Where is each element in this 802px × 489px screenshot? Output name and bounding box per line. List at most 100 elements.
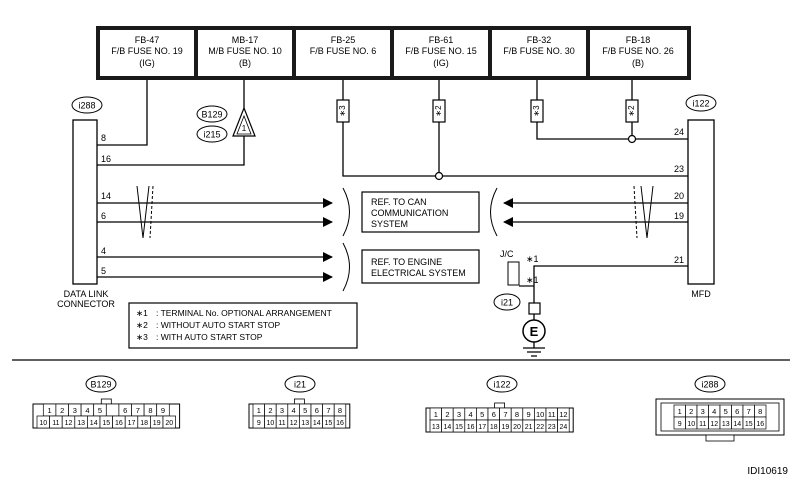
pin-label: 9: [161, 406, 165, 415]
marker-box: [336, 99, 350, 123]
pin-label: 2: [689, 407, 693, 416]
legend-box: [128, 302, 358, 349]
bracket: [342, 187, 350, 237]
pin-label: 6: [123, 406, 127, 415]
fuse-cell-4: FB-61 F/B FUSE NO. 15 (IG): [394, 30, 488, 76]
fuse-cell-3: FB-25 F/B FUSE NO. 6: [296, 30, 390, 76]
fuse-name: F/B FUSE NO. 30: [503, 46, 575, 56]
pin-label: 1: [257, 406, 261, 415]
connector-body: [72, 119, 98, 285]
pin-label: 15: [325, 420, 333, 427]
pin-label: 2: [60, 406, 64, 415]
connector-label: CONNECTOR: [57, 299, 115, 309]
legend-mark: ∗2: [136, 320, 148, 330]
pin-label: 10: [39, 420, 47, 427]
bracket: [342, 242, 350, 292]
pin-label: 2: [268, 406, 272, 415]
fuse-cell-5: FB-32 F/B FUSE NO. 30: [492, 30, 586, 76]
pin-cell: [557, 419, 570, 433]
pin-label: 11: [278, 420, 285, 427]
jc-mark: ∗1: [526, 275, 539, 285]
connector-latch: [293, 398, 305, 405]
pin-number: 21: [674, 255, 684, 265]
pin-label: 1: [678, 407, 682, 416]
connector-id: B129: [201, 110, 222, 120]
pin-label: 2: [445, 410, 449, 419]
pin-label: 5: [303, 406, 307, 415]
twist-shield: [633, 185, 638, 239]
pin-number: 24: [674, 127, 684, 137]
pin-label: 8: [338, 406, 342, 415]
connector-id-bubble: [196, 105, 228, 123]
fuse-code: FB-18: [626, 35, 651, 45]
wire-pin-21: [533, 265, 688, 305]
legend-mark: ∗3: [136, 332, 148, 342]
pin-label: 16: [336, 420, 344, 427]
pin-label: 13: [301, 420, 309, 427]
pin-cell: [754, 416, 767, 430]
twisted-pair-symbols: [136, 185, 654, 239]
pin-number: 20: [674, 191, 684, 201]
joint-connector: J/C ∗1 ∗1 i21 E: [493, 249, 546, 343]
pin-label: 3: [280, 406, 284, 415]
pin-label: 21: [525, 424, 533, 431]
pin-label: 7: [747, 407, 751, 416]
connector-id: i122: [692, 99, 709, 109]
junctions: [434, 134, 637, 181]
mfd-connector: i122 MFD: [685, 94, 717, 299]
ref-text: ELECTRICAL SYSTEM: [371, 268, 466, 278]
pin-label: 16: [467, 424, 475, 431]
wire-pin-23: [342, 80, 688, 177]
twist-mark: [640, 185, 654, 239]
pin-label: 7: [326, 406, 330, 415]
connector-id: i21: [294, 380, 306, 390]
connector-id-bubble: [486, 375, 518, 393]
connector-latch: [494, 402, 506, 409]
marker-text: ∗3: [338, 105, 347, 117]
connector-id-bubble: [284, 375, 316, 393]
connector-latch: [705, 434, 735, 442]
pin-label: 19: [153, 420, 161, 427]
pin-number: 5: [101, 266, 106, 276]
pin-label: 16: [115, 420, 123, 427]
pin-label: 14: [444, 424, 452, 431]
connector-label: DATA LINK: [64, 289, 109, 299]
pin-label: 15: [745, 421, 753, 428]
pin-label: 22: [536, 424, 544, 431]
pin-number: 14: [101, 191, 111, 201]
twist-mark: [136, 185, 150, 239]
pin-label: 4: [292, 406, 296, 415]
fuse-sub: (B): [632, 58, 644, 68]
pin-label: 6: [735, 407, 739, 416]
pin-label: 7: [503, 410, 507, 419]
pin-label: 15: [455, 424, 463, 431]
pin-label: 4: [85, 406, 89, 415]
fuse-sub: (IG): [139, 58, 155, 68]
pin-label: 9: [257, 420, 261, 427]
connector-label: MFD: [691, 289, 711, 299]
pin-label: 11: [52, 420, 59, 427]
pin-label: 6: [492, 410, 496, 419]
pin-cell: [333, 415, 347, 429]
pin-cell: [105, 403, 120, 417]
connector-id-bubble: [196, 125, 228, 143]
fuse-code: FB-47: [135, 35, 160, 45]
fuse-name: F/B FUSE NO. 26: [602, 46, 674, 56]
pin-label: 8: [515, 410, 519, 419]
pin-label: 1: [434, 410, 438, 419]
pin-label: 17: [478, 424, 486, 431]
connector-id-bubble: [85, 375, 117, 393]
pin-label: 10: [267, 420, 275, 427]
figure-id: IDI10619: [747, 466, 788, 477]
pin-label: 16: [756, 421, 764, 428]
pin-cell: [162, 415, 176, 429]
ground-terminal: [528, 302, 541, 315]
ref-text: REF. TO CAN: [371, 197, 427, 207]
legend-mark: ∗1: [136, 308, 148, 318]
pin-label: 9: [527, 410, 531, 419]
